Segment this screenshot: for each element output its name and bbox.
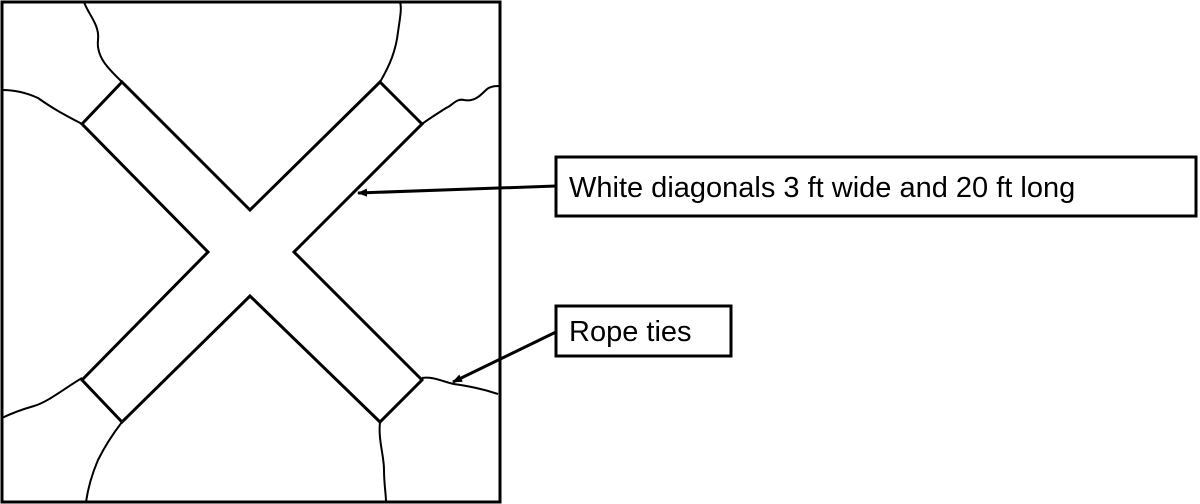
rope-tie-top-right-vertical: [379, 1, 402, 83]
rope-tie-bottom-left-vertical: [85, 421, 123, 503]
callout-box-rope-ties: [554, 304, 733, 358]
rope-ties-group: [1, 1, 501, 503]
panel-square: [0, 0, 502, 504]
callout-label-rope-ties: Rope ties: [569, 316, 692, 348]
rope-tie-top-right-horizontal: [421, 85, 501, 125]
white-diagonals-x: [79, 79, 425, 425]
rope-tie-top-left-vertical: [83, 1, 123, 83]
arrow-rope-ties: [452, 330, 557, 384]
rope-tie-top-left-horizontal: [1, 89, 83, 125]
arrow-diagonals: [357, 184, 557, 197]
rope-tie-bottom-right-horizontal: [421, 376, 499, 395]
callout-label-diagonals: White diagonals 3 ft wide and 20 ft long: [569, 172, 1075, 204]
rope-tie-bottom-left-horizontal: [1, 377, 83, 419]
rope-tie-bottom-right-vertical: [378, 421, 387, 503]
